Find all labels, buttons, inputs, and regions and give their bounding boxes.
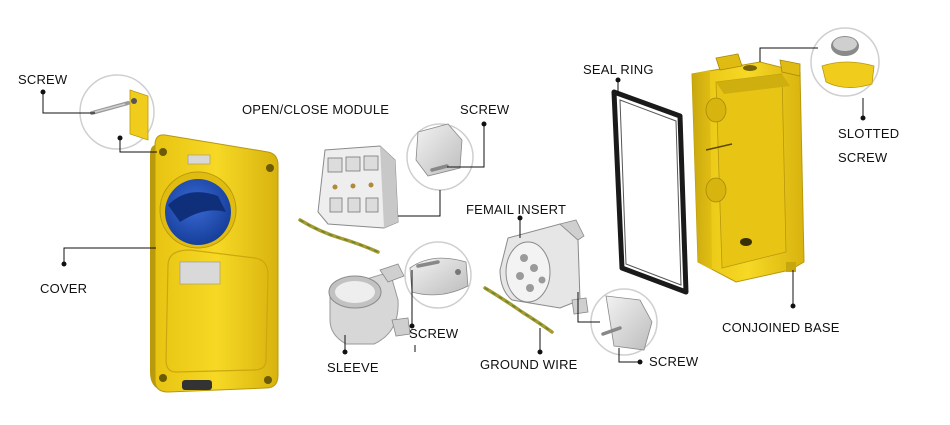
label-conjoined-base: CONJOINED BASE [722, 320, 840, 335]
screw-callout-insert [590, 288, 658, 356]
screw-callout-cover [79, 74, 155, 150]
slotted-screw-callout [810, 27, 880, 97]
label-femail-insert: FEMAIL INSERT [466, 202, 567, 217]
conjoined-base-part [691, 53, 805, 283]
leader-insert-screw-label [618, 348, 640, 363]
open-close-module-part [317, 145, 399, 229]
leader-slotted-screw [759, 47, 818, 62]
label-screw-sleeve: SCREW [409, 326, 459, 341]
cover-part [150, 134, 279, 393]
label-slotted-screw-line1: SLOTTED [838, 126, 900, 141]
leader-cover [119, 138, 157, 153]
label-seal-ring: SEAL RING [583, 62, 654, 77]
femail-insert-part [499, 219, 589, 315]
label-slotted-screw-line2: SCREW [838, 150, 888, 165]
screw-callout-sleeve [404, 241, 472, 309]
label-screw-cover: SCREW [18, 72, 68, 87]
seal-ring-part [611, 89, 689, 295]
leader-screw-cover [42, 92, 95, 114]
leader-insert-screw [577, 292, 600, 323]
sleeve-part [328, 263, 411, 345]
label-cover: COVER [40, 281, 88, 296]
leader-lines [42, 47, 864, 363]
ground-wire-insert [483, 286, 554, 334]
leader-cover-body [63, 247, 156, 264]
label-ground-wire: GROUND WIRE [480, 357, 578, 372]
leader-module-screw [447, 124, 485, 168]
label-screw-insert: SCREW [649, 354, 699, 369]
label-screw-module: SCREW [460, 102, 510, 117]
leader-dots [40, 77, 866, 365]
screw-callout-module [406, 123, 474, 191]
leader-module [398, 190, 441, 217]
ground-wire-module [298, 218, 380, 254]
label-open-close-module: OPEN/CLOSE MODULE [242, 102, 390, 117]
label-sleeve: SLEEVE [327, 360, 379, 375]
